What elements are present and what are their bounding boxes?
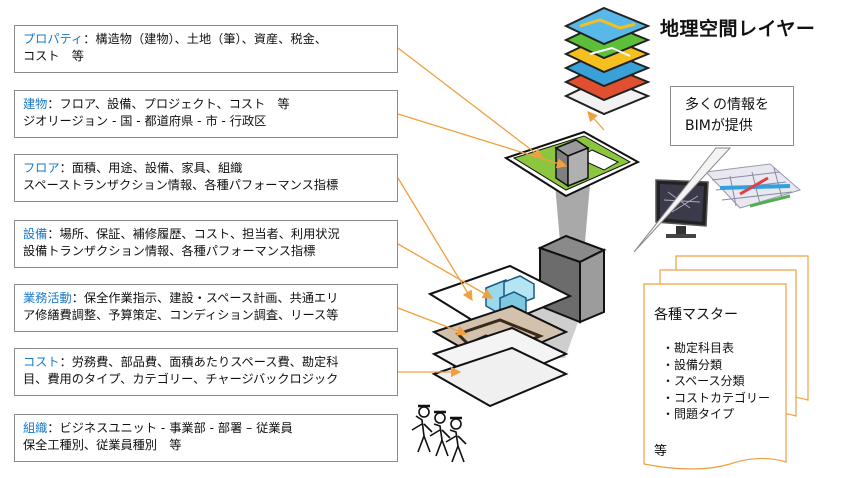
organization-layer — [431, 346, 569, 408]
arrow-floor — [397, 177, 473, 302]
master-list: ・勘定科目表 ・設備分類 ・スペース分類 ・コストカテゴリー ・問題タイプ — [662, 340, 770, 423]
arrow-property — [397, 47, 544, 159]
bim-3d-model — [704, 163, 802, 209]
panel-cost: コスト：労務費、部品費、面積あたりスペース費、勘定科 目、費用のタイプ、カテゴリ… — [14, 348, 398, 396]
panel-cost-line1: ：労務費、部品費、面積あたりスペース費、勘定科 — [59, 355, 339, 369]
panel-business-activity: 業務活動：保全作業指示、建設・スペース計画、共通エリ ア修繕費調整、予算策定、コ… — [14, 284, 398, 332]
master-item: ・スペース分類 — [662, 374, 745, 389]
panel-business-activity-key: 業務活動 — [23, 291, 72, 305]
panel-equipment-line1: ：場所、保証、補修履歴、コスト、担当者、利用状況 — [47, 227, 340, 241]
panel-business-activity-line1: ：保全作業指示、建設・スペース計画、共通エリ — [71, 291, 339, 305]
panel-property: プロパティ：構造物（建物）、土地（筆）、資産、税金、 コスト 等 — [14, 25, 398, 73]
master-item: ・勘定科目表 — [662, 341, 735, 355]
arrow-equipment — [397, 243, 494, 299]
master-footer: 等 — [654, 444, 668, 459]
panel-building-line2: ジオリージョン - 国 - 都道府県 - 市 - 行政区 — [23, 114, 267, 128]
property-parcel — [503, 130, 641, 198]
panel-equipment: 設備：場所、保証、補修履歴、コスト、担当者、利用状況 設備トランザクション情報、… — [14, 220, 398, 268]
panel-organization-line1: ：ビジネスユニット - 事業部 - 部署 – 従業員 — [47, 421, 293, 435]
panel-equipment-key: 設備 — [23, 227, 48, 241]
panel-building-key: 建物 — [23, 97, 48, 111]
geospatial-layer-stack — [563, 6, 651, 116]
bim-info-line2: BIMが提供 — [685, 118, 753, 134]
master-item: ・コストカテゴリー — [662, 390, 771, 405]
panel-floor-line2: スペーストランザクション情報、各種パフォーマンス指標 — [23, 178, 339, 192]
projection-beam — [555, 184, 590, 242]
panel-building-line1: ：フロア、設備、プロジェクト、コスト 等 — [47, 97, 290, 111]
people-icons — [411, 404, 467, 463]
bim-callout-pointer — [633, 147, 732, 253]
master-title: 各種マスター — [654, 307, 738, 323]
panel-organization: 組織：ビジネスユニット - 事業部 - 部署 – 従業員 保全工種別、従業員種別… — [14, 414, 398, 462]
bim-info-line1: 多くの情報を — [685, 97, 769, 113]
panel-floor-key: フロア — [23, 161, 60, 175]
panel-business-activity-line2: ア修繕費調整、予算策定、コンディション調査、リース等 — [23, 308, 339, 322]
master-data-box: 各種マスター ・勘定科目表 ・設備分類 ・スペース分類 ・コストカテゴリー ・問… — [640, 292, 792, 472]
panel-equipment-line2: 設備トランザクション情報、各種パフォーマンス指標 — [23, 244, 316, 258]
panel-organization-line2: 保全工種別、従業員種別 等 — [23, 438, 182, 452]
panel-property-line1: ：構造物（建物）、土地（筆）、資産、税金、 — [83, 32, 327, 46]
bim-monitor — [655, 179, 709, 238]
panel-organization-key: 組織 — [23, 421, 48, 435]
geospatial-layer-title: 地理空間レイヤー — [660, 18, 816, 40]
panel-property-key: プロパティ — [23, 32, 84, 46]
master-item: ・問題タイプ — [662, 407, 735, 422]
panel-floor-line1: ：面積、用途、設備、家具、組織 — [59, 161, 243, 175]
arrow-geospatial — [587, 111, 605, 131]
panel-cost-line2: 目、費用のタイプ、カテゴリー、チャージバックロジック — [23, 372, 339, 386]
panel-property-line2: コスト 等 — [23, 49, 84, 63]
arrow-activity — [397, 307, 468, 336]
connector-arrows — [397, 47, 605, 378]
bim-info-box: 多くの情報を BIMが提供 — [670, 86, 794, 146]
building-block — [537, 234, 607, 324]
master-document-stack — [643, 255, 809, 470]
panel-building: 建物：フロア、設備、プロジェクト、コスト 等 ジオリージョン - 国 - 都道府… — [14, 90, 398, 138]
panel-floor: フロア：面積、用途、設備、家具、組織 スペーストランザクション情報、各種パフォー… — [14, 154, 398, 202]
master-item: ・設備分類 — [662, 357, 723, 372]
panel-cost-key: コスト — [23, 355, 60, 369]
arrow-building — [397, 113, 568, 169]
